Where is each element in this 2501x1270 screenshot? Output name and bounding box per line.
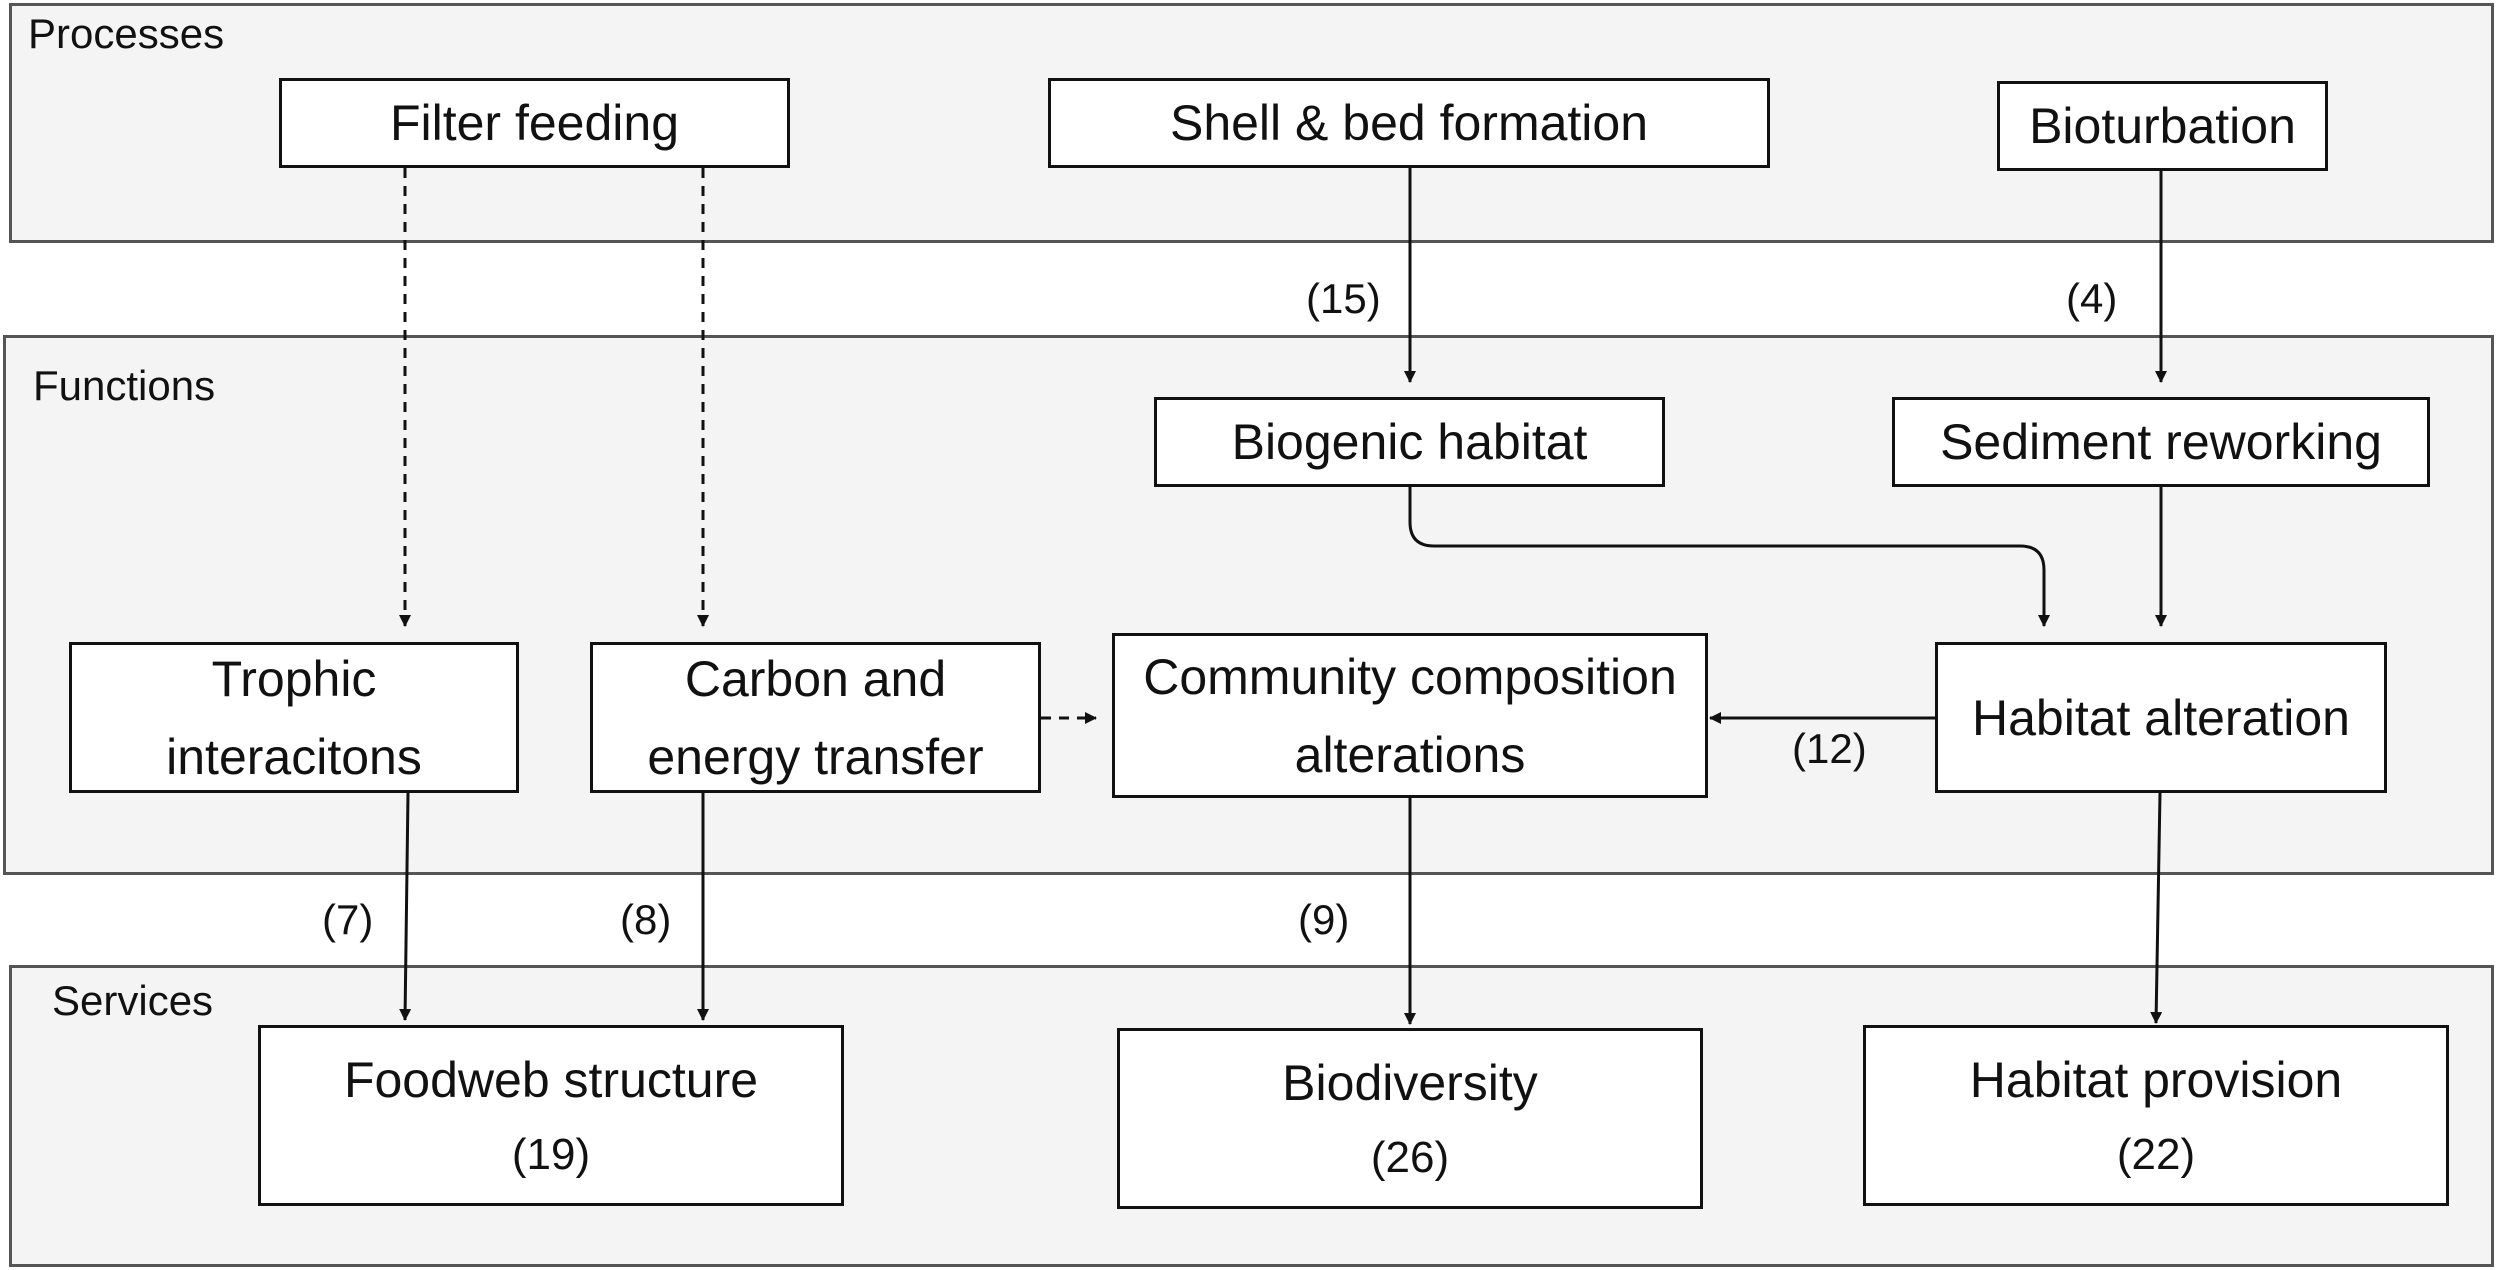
- community-composition-node: Community composition alterations: [1112, 633, 1708, 798]
- edge-label-7: (7): [322, 896, 374, 943]
- carbon-energy-transfer-node: Carbon and energy transfer: [590, 642, 1041, 793]
- processes-label: Processes: [28, 10, 225, 57]
- foodweb-structure-node: Foodweb structure (19): [258, 1025, 844, 1206]
- sediment-reworking-label: Sediment reworking: [1940, 414, 2382, 470]
- filter-feeding-label: Filter feeding: [389, 95, 680, 151]
- edge-label-9: (9): [1298, 896, 1350, 943]
- services-label: Services: [52, 977, 214, 1024]
- edge-label-8: (8): [620, 896, 672, 943]
- biodiversity-node: Biodiversity (26): [1117, 1028, 1703, 1209]
- edge-label-15: (15): [1306, 275, 1381, 322]
- community-composition-line2: alterations: [1294, 726, 1526, 783]
- sediment-reworking-node: Sediment reworking: [1892, 397, 2430, 487]
- carbon-energy-transfer-line2: energy transfer: [647, 728, 984, 785]
- habitat-provision-label: Habitat provision: [1969, 1051, 2343, 1108]
- functions-label: Functions: [33, 362, 216, 409]
- biodiversity-label: Biodiversity: [1282, 1054, 1538, 1111]
- trophic-interactions-line2: interacitons: [166, 728, 422, 785]
- shell-bed-formation-node: Shell & bed formation: [1048, 78, 1770, 168]
- foodweb-structure-count: (19): [511, 1129, 591, 1179]
- community-composition-line1: Community composition: [1143, 648, 1677, 705]
- bioturbation-node: Bioturbation: [1997, 81, 2328, 171]
- habitat-provision-count: (22): [2116, 1129, 2196, 1179]
- filter-feeding-node: Filter feeding: [279, 78, 790, 168]
- biogenic-habitat-node: Biogenic habitat: [1154, 397, 1665, 487]
- edge-label-12: (12): [1792, 725, 1867, 772]
- carbon-energy-transfer-line1: Carbon and: [684, 650, 947, 707]
- habitat-alteration-label: Habitat alteration: [1971, 689, 2350, 746]
- edge-label-4: (4): [2066, 275, 2118, 322]
- trophic-interactions-line1: Trophic: [211, 650, 377, 707]
- habitat-provision-node: Habitat provision (22): [1863, 1025, 2449, 1206]
- shell-bed-formation-label: Shell & bed formation: [1169, 95, 1649, 151]
- foodweb-structure-label: Foodweb structure: [343, 1051, 759, 1108]
- bioturbation-label: Bioturbation: [2029, 98, 2296, 154]
- trophic-interactions-node: Trophic interacitons: [69, 642, 519, 793]
- biogenic-habitat-label: Biogenic habitat: [1231, 414, 1588, 470]
- biodiversity-count: (26): [1370, 1132, 1450, 1182]
- habitat-alteration-node: Habitat alteration: [1935, 642, 2387, 793]
